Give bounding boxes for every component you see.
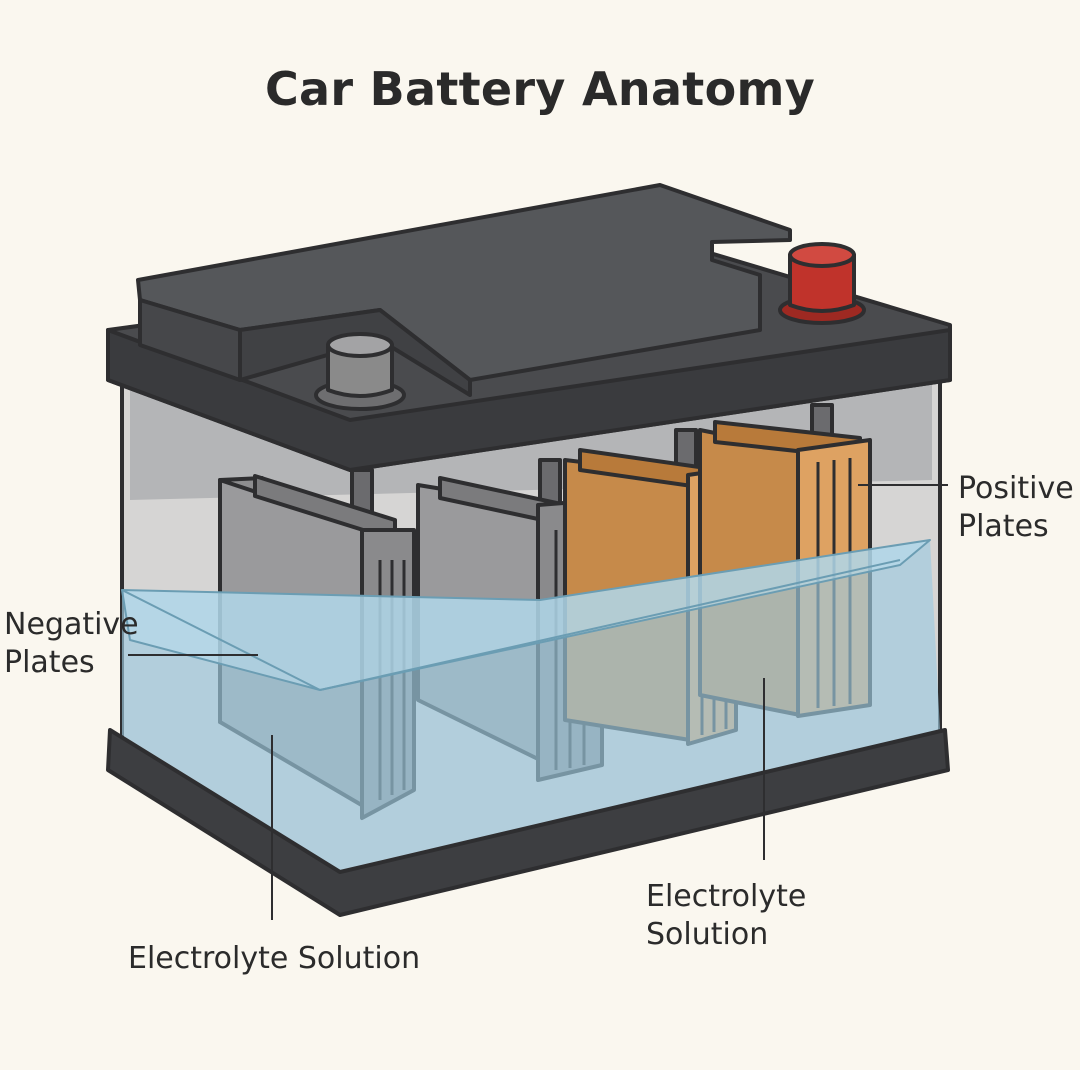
label-positive-plates: Positive Plates: [958, 471, 1074, 544]
electrolyte-surface: [121, 539, 931, 691]
battery-base: [106, 728, 950, 917]
negative-terminal: [314, 332, 406, 411]
label-electrolyte-left: Electrolyte Solution: [128, 941, 421, 976]
positive-terminal: [778, 242, 866, 325]
diagram-title: Car Battery Anatomy: [264, 62, 816, 116]
label-electrolyte-right: Electrolyte Solution: [646, 879, 807, 952]
label-negative-plates: Negative Plates: [4, 607, 139, 680]
